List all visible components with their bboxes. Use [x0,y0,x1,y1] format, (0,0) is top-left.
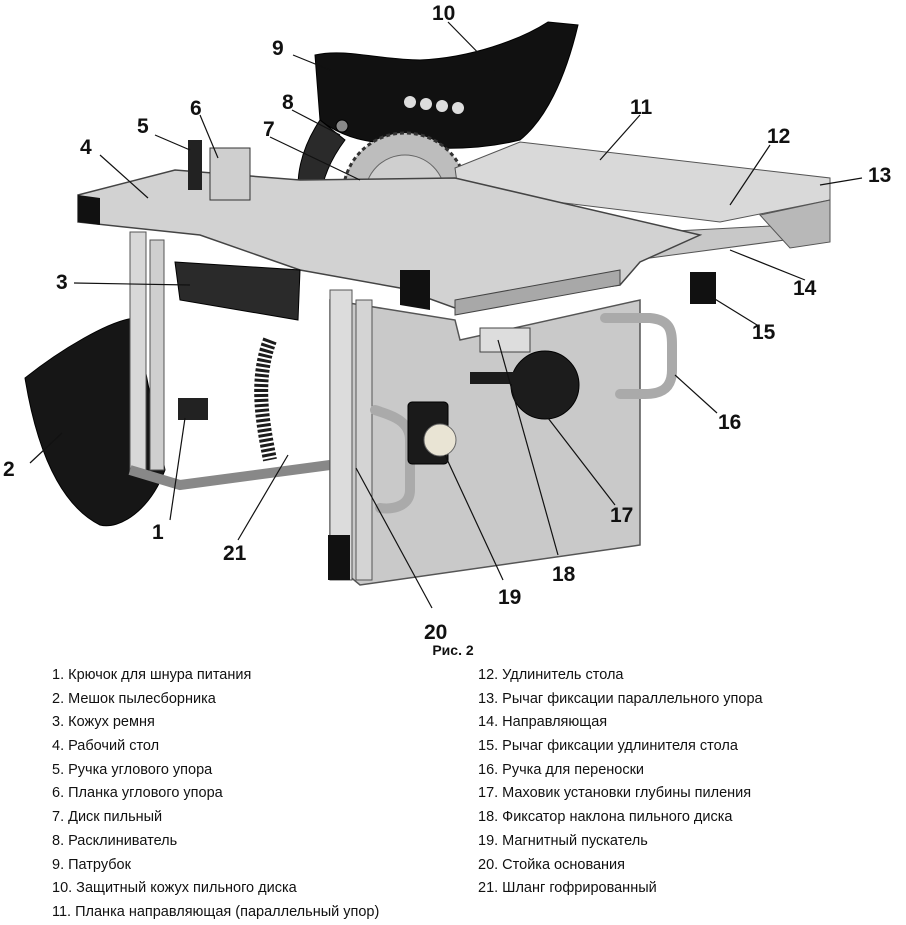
leader-lines [29,21,863,609]
legend-item: 13. Рычаг фиксации параллельного упора [478,690,763,707]
legend-item: 4. Рабочий стол [52,738,160,755]
legend-item: 11. Планка направляющая (параллельный уп… [52,903,380,920]
callout-20: 20 [424,621,448,644]
magnetic-switch-shape [423,423,457,457]
callout-17: 17 [610,504,634,527]
carry-handle-shape [600,313,677,399]
legend-item: 7. Диск пильный [52,809,163,826]
callout-8: 8 [282,91,294,114]
callout-12: 12 [767,125,791,148]
figure-caption: Рис. 2 [432,642,474,658]
legend-item: 17. Маховик установки глубины пиления [478,785,752,802]
handwheel-shape [510,350,580,420]
callout-10: 10 [432,2,456,25]
callout-14: 14 [793,277,817,300]
callout-6: 6 [190,97,202,120]
table-saw-drawing [24,21,863,609]
legend-item: 14. Направляющая [478,714,608,731]
callout-13: 13 [868,164,892,187]
legend-right-column: 12. Удлинитель стола 13. Рычаг фиксации … [478,664,763,901]
hose-shape [254,337,277,462]
belt-cover-shape [174,261,301,321]
callout-9: 9 [272,37,284,60]
legend-item: 5. Ручка углового упора [52,761,213,778]
callout-15: 15 [752,321,776,344]
blade-guard-shape [314,21,579,149]
callout-3: 3 [56,271,68,294]
legend-item: 21. Шланг гофрированный [478,880,657,897]
callout-1: 1 [152,521,164,544]
callout-18: 18 [552,563,576,586]
legend-left-column: 1. Крючок для шнура питания 2. Мешок пыл… [52,664,379,925]
callout-4: 4 [80,136,92,159]
legend-item: 6. Планка углового упора [52,785,223,802]
legend-item: 8. Расклиниватель [52,832,178,849]
callout-21: 21 [223,542,247,565]
legend-item: 15. Рычаг фиксации удлинителя стола [478,738,738,755]
callout-16: 16 [718,411,742,434]
legend-item: 20. Стойка основания [478,856,626,873]
callout-19: 19 [498,586,522,609]
table-saw-illustration: 1 2 3 4 5 6 7 8 9 10 11 12 13 14 15 16 1… [3,2,892,644]
callout-2: 2 [3,458,15,481]
legend-item: 18. Фиксатор наклона пильного диска [478,809,733,826]
callout-7: 7 [263,118,275,141]
legend-item: 9. Патрубок [52,856,131,873]
legend-item: 19. Магнитный пускатель [478,832,648,849]
legend-item: 3. Кожух ремня [52,714,155,731]
legend-item: 16. Ручка для переноски [478,761,645,778]
legend-item: 2. Мешок пылесборника [52,690,216,707]
legend-item: 1. Крючок для шнура питания [52,667,252,683]
legend-item: 12. Удлинитель стола [478,667,624,683]
callout-11: 11 [630,96,653,119]
legend-item: 10. Защитный кожух пильного диска [52,880,297,897]
callout-5: 5 [137,115,149,138]
